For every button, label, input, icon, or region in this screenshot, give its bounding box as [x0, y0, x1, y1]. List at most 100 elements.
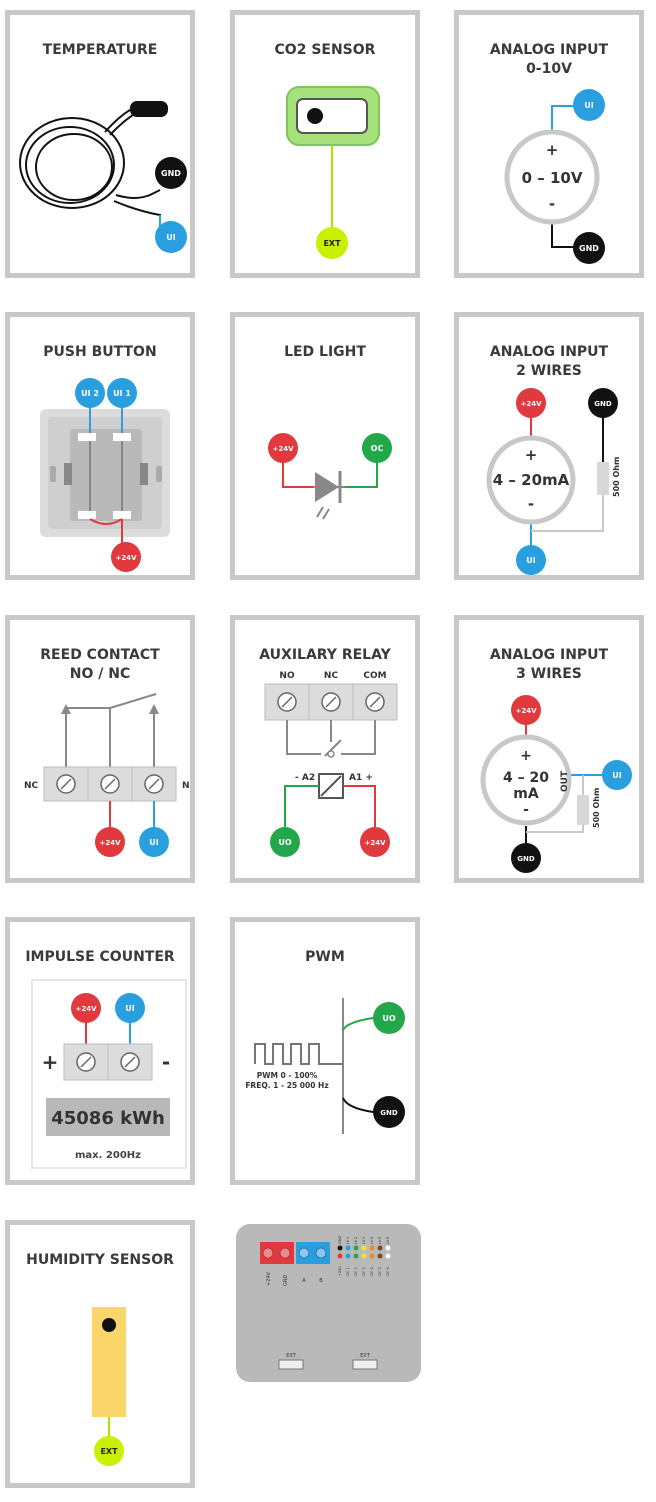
svg-text:UI 2: UI 2 [81, 389, 99, 398]
svg-text:0 – 10V: 0 – 10V [522, 169, 583, 187]
svg-text:GND: GND [161, 169, 181, 178]
ui2-terminal: UI 2 [75, 378, 105, 408]
card-auxilary-relay: AUXILARY RELAY NO NC COM - A2 A1 + UO [230, 615, 420, 883]
impulse-diagram: + - 45086 kWh max. 200Hz +24V UI [31, 979, 187, 1169]
co2-sensor-hole-icon [307, 108, 323, 124]
svg-text:+: + [525, 446, 538, 464]
analog-3w-diagram: 500 Ohm + 4 – 20 mA - OUT +24V UI GND [480, 695, 632, 873]
ext-terminal: EXT [94, 1436, 124, 1466]
svg-text:UI 6: UI 6 [386, 1236, 390, 1244]
svg-text:mA: mA [513, 786, 539, 802]
ui-terminal: UI [573, 89, 605, 121]
svg-text:OC 4: OC 4 [370, 1267, 374, 1276]
analog-2w-diagram: 500 Ohm + 4 – 20mA - +24V GND UI [486, 388, 621, 575]
humidity-sensor-hole-icon [102, 1318, 116, 1332]
svg-text:UI: UI [584, 101, 593, 110]
svg-text:EXT: EXT [100, 1447, 118, 1456]
ui-terminal: UI [115, 993, 145, 1023]
svg-text:GND: GND [579, 244, 599, 253]
card-title: TEMPERATURE [42, 42, 158, 58]
svg-text:max. 200Hz: max. 200Hz [75, 1150, 141, 1161]
svg-text:-: - [162, 1050, 170, 1074]
svg-text:+24V: +24V [99, 839, 121, 847]
svg-text:+24V: +24V [520, 400, 542, 408]
card-title: PWM [305, 949, 345, 965]
card-title: PUSH BUTTON [43, 344, 157, 360]
svg-text:OC 5: OC 5 [378, 1267, 382, 1276]
oc-terminal: OC [362, 433, 392, 463]
card-title: CO2 SENSOR [274, 42, 376, 58]
svg-text:+: + [546, 141, 559, 159]
ui-terminal: UI [516, 545, 546, 575]
svg-text:A1 +: A1 + [349, 773, 373, 783]
svg-text:-: - [523, 802, 529, 818]
svg-text:45086 kWh: 45086 kWh [51, 1108, 165, 1129]
svg-text:+: + [42, 1050, 59, 1074]
svg-text:GND: GND [380, 1109, 398, 1117]
v24-terminal: +24V [268, 433, 298, 463]
svg-text:UI: UI [526, 556, 535, 565]
svg-text:4 – 20mA: 4 – 20mA [493, 471, 570, 489]
temperature-probe-icon [130, 101, 168, 117]
svg-text:UI 1: UI 1 [346, 1237, 350, 1244]
uo-terminal: UO [373, 1002, 405, 1034]
svg-text:NO: NO [279, 671, 295, 681]
svg-text:COM: COM [363, 671, 386, 681]
svg-text:NO: NO [182, 781, 190, 791]
svg-text:+24V: +24V [364, 839, 386, 847]
relay-diagram: NO NC COM - A2 A1 + UO +24V [264, 671, 398, 857]
v24-terminal: +24V [511, 695, 541, 725]
controller-device: +24V GND A B +24V GND OC 1 UI 1 OC 2 UI … [236, 1224, 421, 1382]
svg-text:UI 4: UI 4 [370, 1236, 374, 1244]
v24-terminal: +24V [360, 827, 390, 857]
svg-text:OC: OC [371, 444, 384, 453]
svg-text:GND: GND [594, 400, 612, 408]
v24-terminal: +24V [95, 827, 125, 857]
led-diagram: +24V OC [268, 433, 392, 520]
svg-text:OC 1: OC 1 [346, 1267, 350, 1276]
gnd-terminal: GND [573, 232, 605, 264]
card-temperature: TEMPERATURE GND UI [5, 10, 195, 278]
svg-text:- A2: - A2 [295, 773, 315, 783]
ui-terminal: UI [155, 221, 187, 253]
card-push-button: PUSH BUTTON UI 2 UI 1 +24V [5, 312, 195, 580]
uo-terminal: UO [270, 827, 300, 857]
svg-text:UI: UI [149, 838, 158, 847]
v24-terminal: +24V [71, 993, 101, 1023]
svg-text:+24V: +24V [266, 1271, 272, 1286]
card-impulse-counter: IMPULSE COUNTER + - 45086 kWh max. 200Hz… [5, 917, 195, 1185]
led-diode-icon [315, 472, 339, 502]
svg-text:500 Ohm: 500 Ohm [612, 457, 621, 497]
card-title: LED LIGHT [284, 344, 366, 360]
svg-text:UI 1: UI 1 [113, 389, 131, 398]
pwm-waveform-icon [254, 1043, 343, 1065]
card-pwm: PWM PWM 0 - 100% FREQ. 1 - 25 000 Hz UO … [230, 917, 420, 1185]
gnd-terminal: GND [155, 157, 187, 189]
svg-text:UO: UO [278, 838, 291, 847]
svg-text:+24V: +24V [272, 445, 294, 453]
svg-text:A: A [302, 1278, 306, 1284]
ext-port-2 [352, 1359, 378, 1370]
reed-diagram: NC NO +24V UI [24, 693, 190, 857]
svg-text:+24V: +24V [515, 707, 537, 715]
svg-text:UI 3: UI 3 [362, 1237, 366, 1244]
svg-text:4 – 20: 4 – 20 [503, 770, 549, 786]
svg-text:UI 5: UI 5 [378, 1237, 382, 1244]
svg-text:GND: GND [338, 1236, 342, 1244]
ext-port-1 [278, 1359, 304, 1370]
svg-text:NC: NC [24, 781, 39, 791]
humidity-diagram: EXT [92, 1307, 126, 1466]
gnd-terminal: GND [588, 388, 618, 418]
ui-terminal: UI [602, 760, 632, 790]
svg-text:+: + [520, 748, 532, 764]
svg-text:-: - [549, 195, 555, 213]
svg-text:-: - [528, 495, 534, 513]
gnd-terminal: GND [373, 1096, 405, 1128]
co2-diagram: EXT [286, 86, 380, 259]
svg-text:500 Ohm: 500 Ohm [592, 788, 601, 828]
